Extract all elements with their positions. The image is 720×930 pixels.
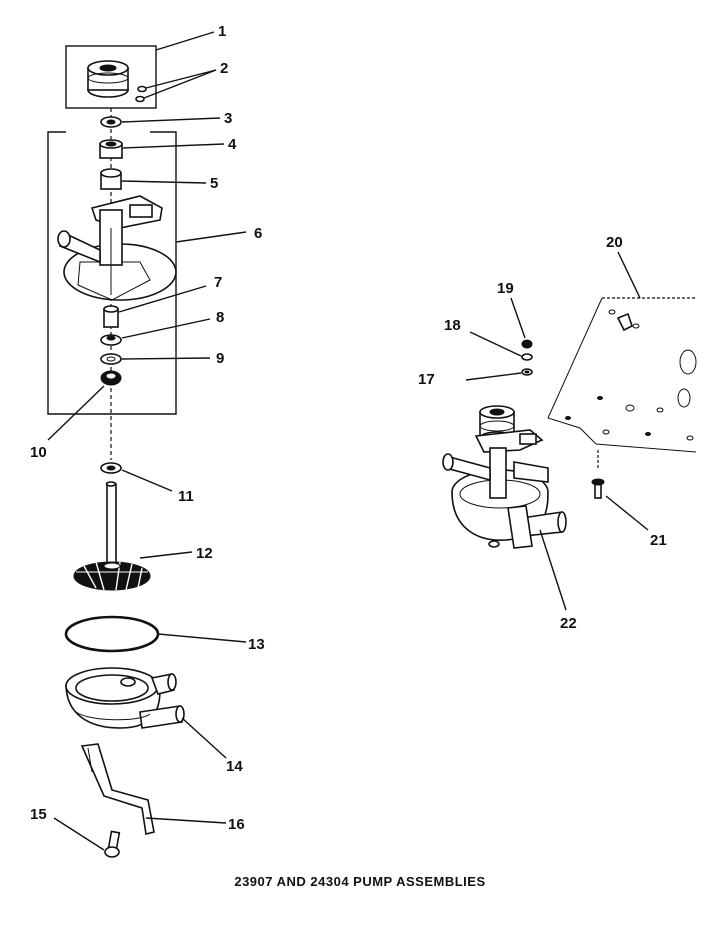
callout-12: 12 — [196, 545, 213, 562]
callout-15: 15 — [30, 806, 47, 823]
part-3-washer — [100, 116, 122, 128]
part-18-washer — [521, 353, 533, 361]
leader-lines — [47, 31, 649, 851]
part-15-screw — [104, 830, 121, 858]
callout-labels: 1 2 3 4 5 6 7 8 9 10 11 12 13 14 15 16 1… — [30, 23, 667, 833]
part-21-screw — [591, 450, 605, 499]
part-10-seal — [100, 370, 122, 386]
callout-10: 10 — [30, 444, 47, 461]
callout-14: 14 — [226, 758, 243, 775]
part-2-set-screws — [135, 85, 147, 103]
callout-19: 19 — [497, 280, 514, 297]
part-9-washer — [100, 353, 122, 365]
callout-6: 6 — [254, 225, 262, 242]
callout-9: 9 — [216, 350, 224, 367]
callout-3: 3 — [224, 110, 232, 127]
part-11-washer — [100, 462, 122, 474]
callout-16: 16 — [228, 816, 245, 833]
part-14-pump-body — [65, 667, 185, 729]
callout-1: 1 — [218, 23, 226, 40]
callout-11: 11 — [178, 488, 194, 505]
part-4-bearing — [99, 139, 123, 159]
part-17-washer — [521, 368, 533, 376]
callout-20: 20 — [606, 234, 623, 251]
callout-7: 7 — [214, 274, 222, 291]
part-5-sleeve — [100, 168, 122, 190]
sub-assembly-box — [47, 131, 177, 415]
part-20-mounting-plate — [547, 297, 697, 453]
callout-8: 8 — [216, 309, 224, 326]
part-8-seal — [100, 334, 122, 346]
diagram-caption: 23907 AND 24304 PUMP ASSEMBLIES — [234, 874, 486, 889]
part-12-impeller — [73, 481, 151, 591]
callout-13: 13 — [248, 636, 265, 653]
callout-18: 18 — [444, 317, 461, 334]
callout-17: 17 — [418, 371, 435, 388]
part-22-pump-assembly — [442, 405, 567, 549]
part-13-o-ring — [64, 615, 160, 653]
callout-5: 5 — [210, 175, 218, 192]
part-7-bushing — [103, 305, 119, 328]
part-6-pump-cover — [57, 195, 177, 301]
part-1-pulley — [65, 45, 157, 109]
callout-22: 22 — [560, 615, 577, 632]
callout-21: 21 — [650, 532, 667, 549]
part-16-clamp — [80, 743, 155, 835]
callout-2: 2 — [220, 60, 228, 77]
callout-4: 4 — [228, 136, 237, 153]
part-19-nut — [521, 339, 533, 349]
